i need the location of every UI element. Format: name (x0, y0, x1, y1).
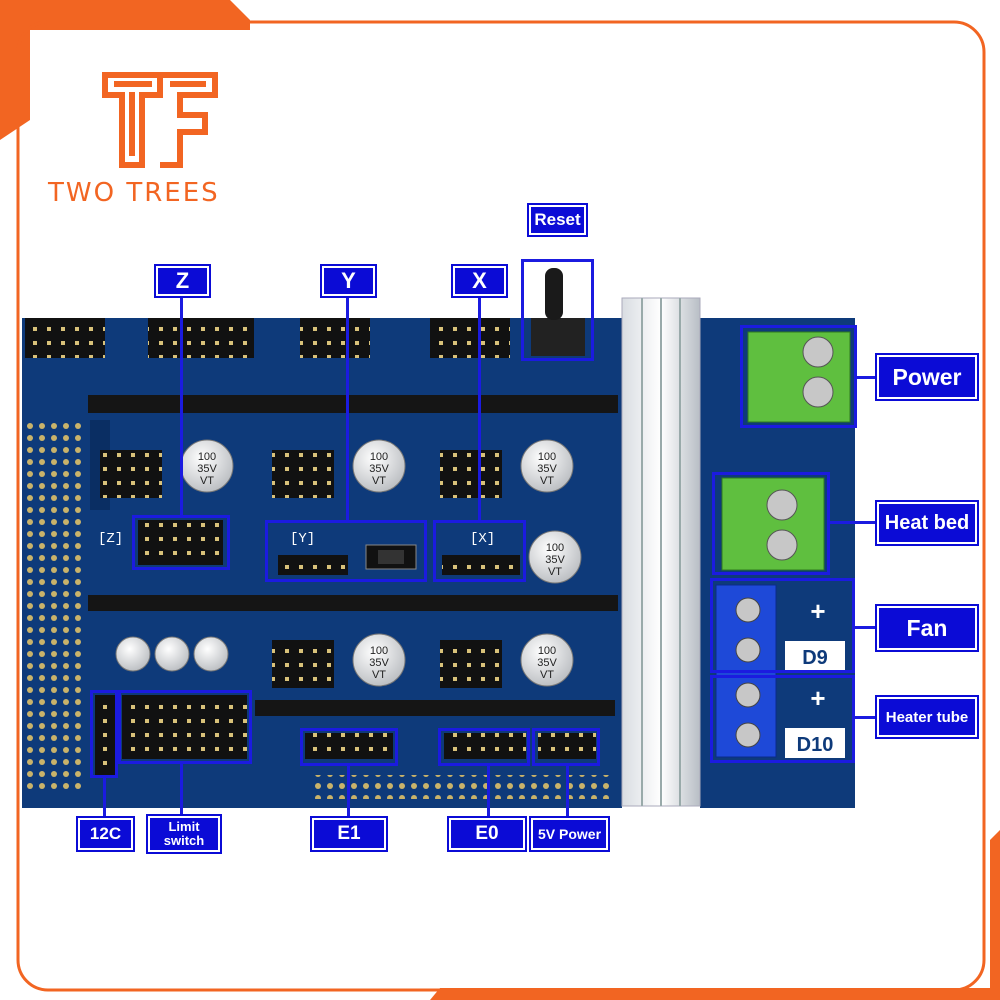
z-label: Z (154, 264, 211, 298)
svg-text:VT: VT (540, 475, 554, 487)
svg-text:[X]: [X] (470, 531, 495, 547)
five-v-highlight (532, 728, 600, 766)
heat-bed-highlight (712, 472, 830, 575)
z-leader (180, 296, 183, 516)
svg-text:100: 100 (370, 451, 388, 463)
svg-text:VT: VT (548, 566, 562, 578)
svg-text:35V: 35V (369, 657, 389, 669)
i2c-highlight (90, 690, 118, 778)
svg-text:D10: D10 (797, 734, 834, 756)
i2c-label: 12C (76, 816, 135, 852)
svg-text:35V: 35V (197, 463, 217, 475)
heat-bed-leader (830, 521, 877, 524)
fan-label: Fan (875, 604, 979, 652)
reset-highlight (521, 259, 594, 361)
heater-tube-label: Heater tube (875, 695, 979, 739)
svg-text:VT: VT (372, 669, 386, 681)
fan-leader (855, 626, 877, 629)
e0-label: E0 (447, 816, 527, 852)
svg-text:VT: VT (540, 669, 554, 681)
heater-tube-leader (855, 716, 877, 719)
svg-text:35V: 35V (545, 554, 565, 566)
heater-tube-highlight (710, 675, 855, 763)
reset-label: Reset (527, 203, 588, 237)
power-leader (857, 376, 877, 379)
svg-text:VT: VT (372, 475, 386, 487)
y-label: Y (320, 264, 377, 298)
svg-text:VT: VT (200, 475, 214, 487)
e1-label: E1 (310, 816, 388, 852)
brand-name: TWO TREES (48, 178, 220, 208)
y-endstop-highlight (265, 520, 427, 582)
e1-highlight (300, 728, 398, 766)
power-label: Power (875, 353, 979, 401)
svg-text:D9: D9 (802, 647, 828, 669)
power-highlight (740, 325, 857, 428)
i2c-leader (103, 778, 106, 818)
e0-leader (487, 766, 490, 818)
svg-text:[Z]: [Z] (98, 531, 123, 547)
svg-text:35V: 35V (537, 657, 557, 669)
limit-leader (180, 764, 183, 818)
limit-switch-highlight (118, 690, 252, 764)
svg-text:100: 100 (546, 542, 564, 554)
x-leader (478, 296, 481, 521)
svg-text:[Y]: [Y] (290, 531, 315, 547)
svg-text:100: 100 (538, 645, 556, 657)
svg-text:+: + (810, 596, 825, 626)
svg-text:100: 100 (370, 645, 388, 657)
five-v-leader (566, 766, 569, 818)
svg-text:100: 100 (538, 451, 556, 463)
two-trees-logo: TWO TREES (48, 70, 278, 210)
svg-text:35V: 35V (537, 463, 557, 475)
e0-highlight (438, 728, 530, 766)
x-label: X (451, 264, 508, 298)
svg-text:100: 100 (198, 451, 216, 463)
z-endstop-highlight (132, 515, 230, 570)
heat-bed-label: Heat bed (875, 500, 979, 546)
y-leader (346, 296, 349, 521)
svg-text:35V: 35V (369, 463, 389, 475)
x-endstop-highlight (433, 520, 526, 582)
five-v-power-label: 5V Power (529, 816, 610, 852)
fan-highlight (710, 578, 855, 673)
svg-text:+: + (810, 683, 825, 713)
e1-leader (347, 766, 350, 818)
